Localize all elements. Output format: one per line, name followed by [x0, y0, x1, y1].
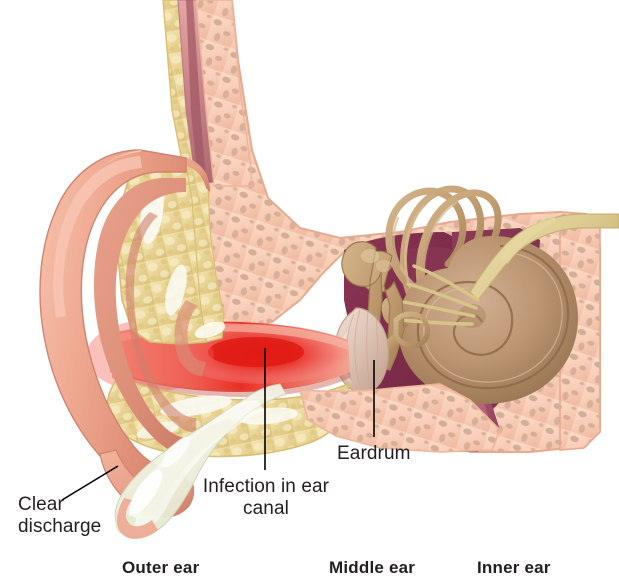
- section-label-outer-ear: Outer ear: [122, 558, 200, 577]
- leader-lines: [61, 348, 375, 501]
- callout-eardrum: Eardrum: [337, 443, 411, 464]
- upper-canal-strips: [162, 0, 253, 187]
- discharge-fluid: [114, 383, 287, 538]
- leader-clear-discharge: [61, 465, 119, 501]
- lobule-edge: [116, 498, 158, 539]
- callout-infection-in-ear-canal: Infection in ear canal: [202, 476, 330, 520]
- temporal-bone-shelf: [298, 383, 501, 453]
- callout-clear-discharge: Clear discharge: [18, 494, 102, 538]
- section-label-middle-ear: Middle ear: [329, 558, 416, 577]
- upper-bone-strip: [195, 0, 253, 187]
- upper-mucosa-core: [186, 0, 206, 181]
- section-label-inner-ear: Inner ear: [477, 558, 551, 577]
- vestibulocochlear-nerve: [398, 213, 619, 326]
